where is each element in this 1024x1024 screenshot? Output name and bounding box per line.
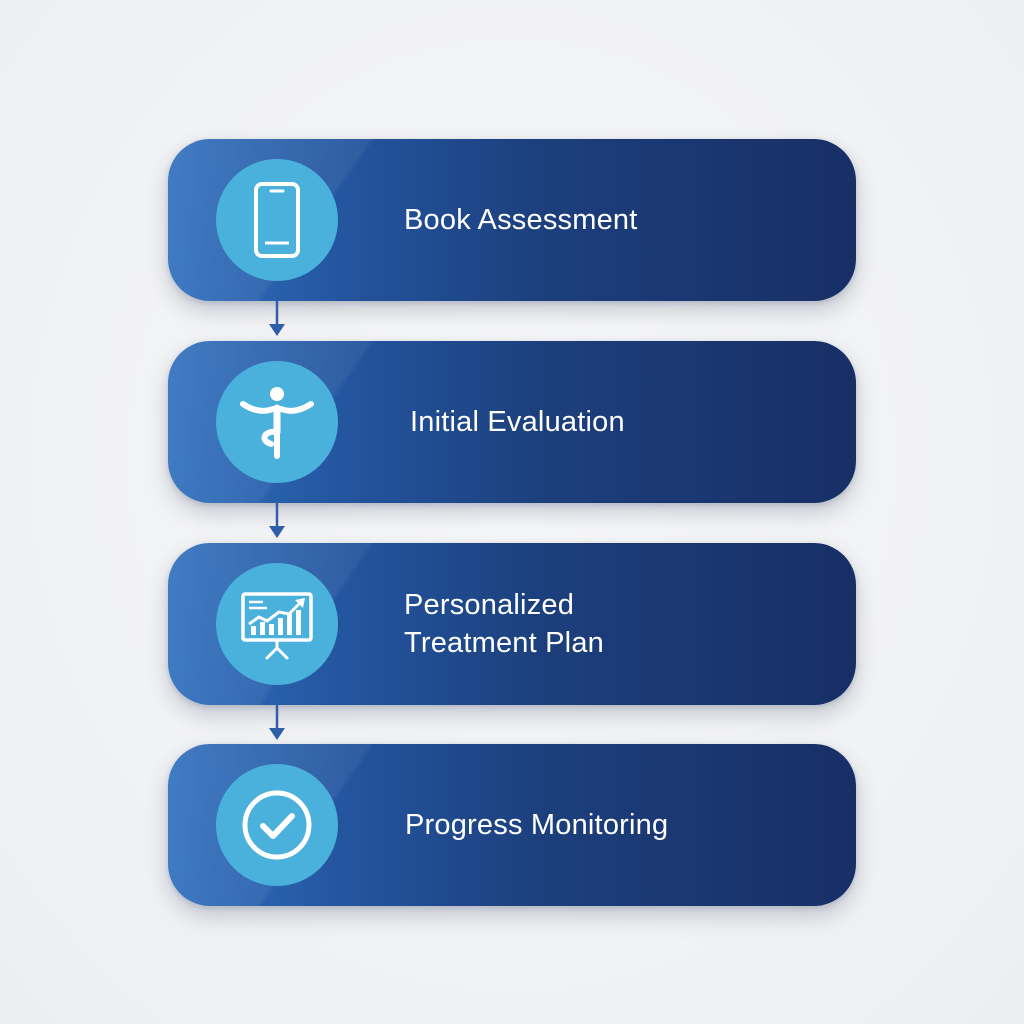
icon-badge	[216, 764, 338, 886]
down-arrow-icon	[269, 704, 285, 740]
stretching-person-icon	[240, 387, 314, 459]
icon-badge	[216, 361, 338, 483]
checkmark-circle-icon	[242, 790, 312, 860]
smartphone-icon	[254, 182, 300, 258]
step-label-line: Initial Evaluation	[410, 406, 625, 438]
step-label-line: Personalized	[404, 589, 575, 621]
step-label: Personalized Treatment Plan	[404, 543, 604, 705]
step-label-line: Treatment Plan	[404, 627, 604, 659]
icon-badge	[216, 159, 338, 281]
step-initial-evaluation: Initial Evaluation	[168, 341, 856, 503]
step-book-assessment: Book Assessment	[168, 139, 856, 301]
presentation-chart-icon	[241, 592, 313, 660]
icon-badge	[216, 563, 338, 685]
step-label: Initial Evaluation	[410, 341, 625, 503]
step-personalized-treatment-plan: Personalized Treatment Plan	[168, 543, 856, 705]
step-label: Book Assessment	[404, 139, 638, 301]
down-arrow-icon	[269, 502, 285, 538]
step-label: Progress Monitoring	[405, 744, 668, 906]
down-arrow-icon	[269, 300, 285, 336]
step-progress-monitoring: Progress Monitoring	[168, 744, 856, 906]
step-label-line: Progress Monitoring	[405, 809, 669, 841]
step-label-line: Book Assessment	[404, 204, 638, 236]
